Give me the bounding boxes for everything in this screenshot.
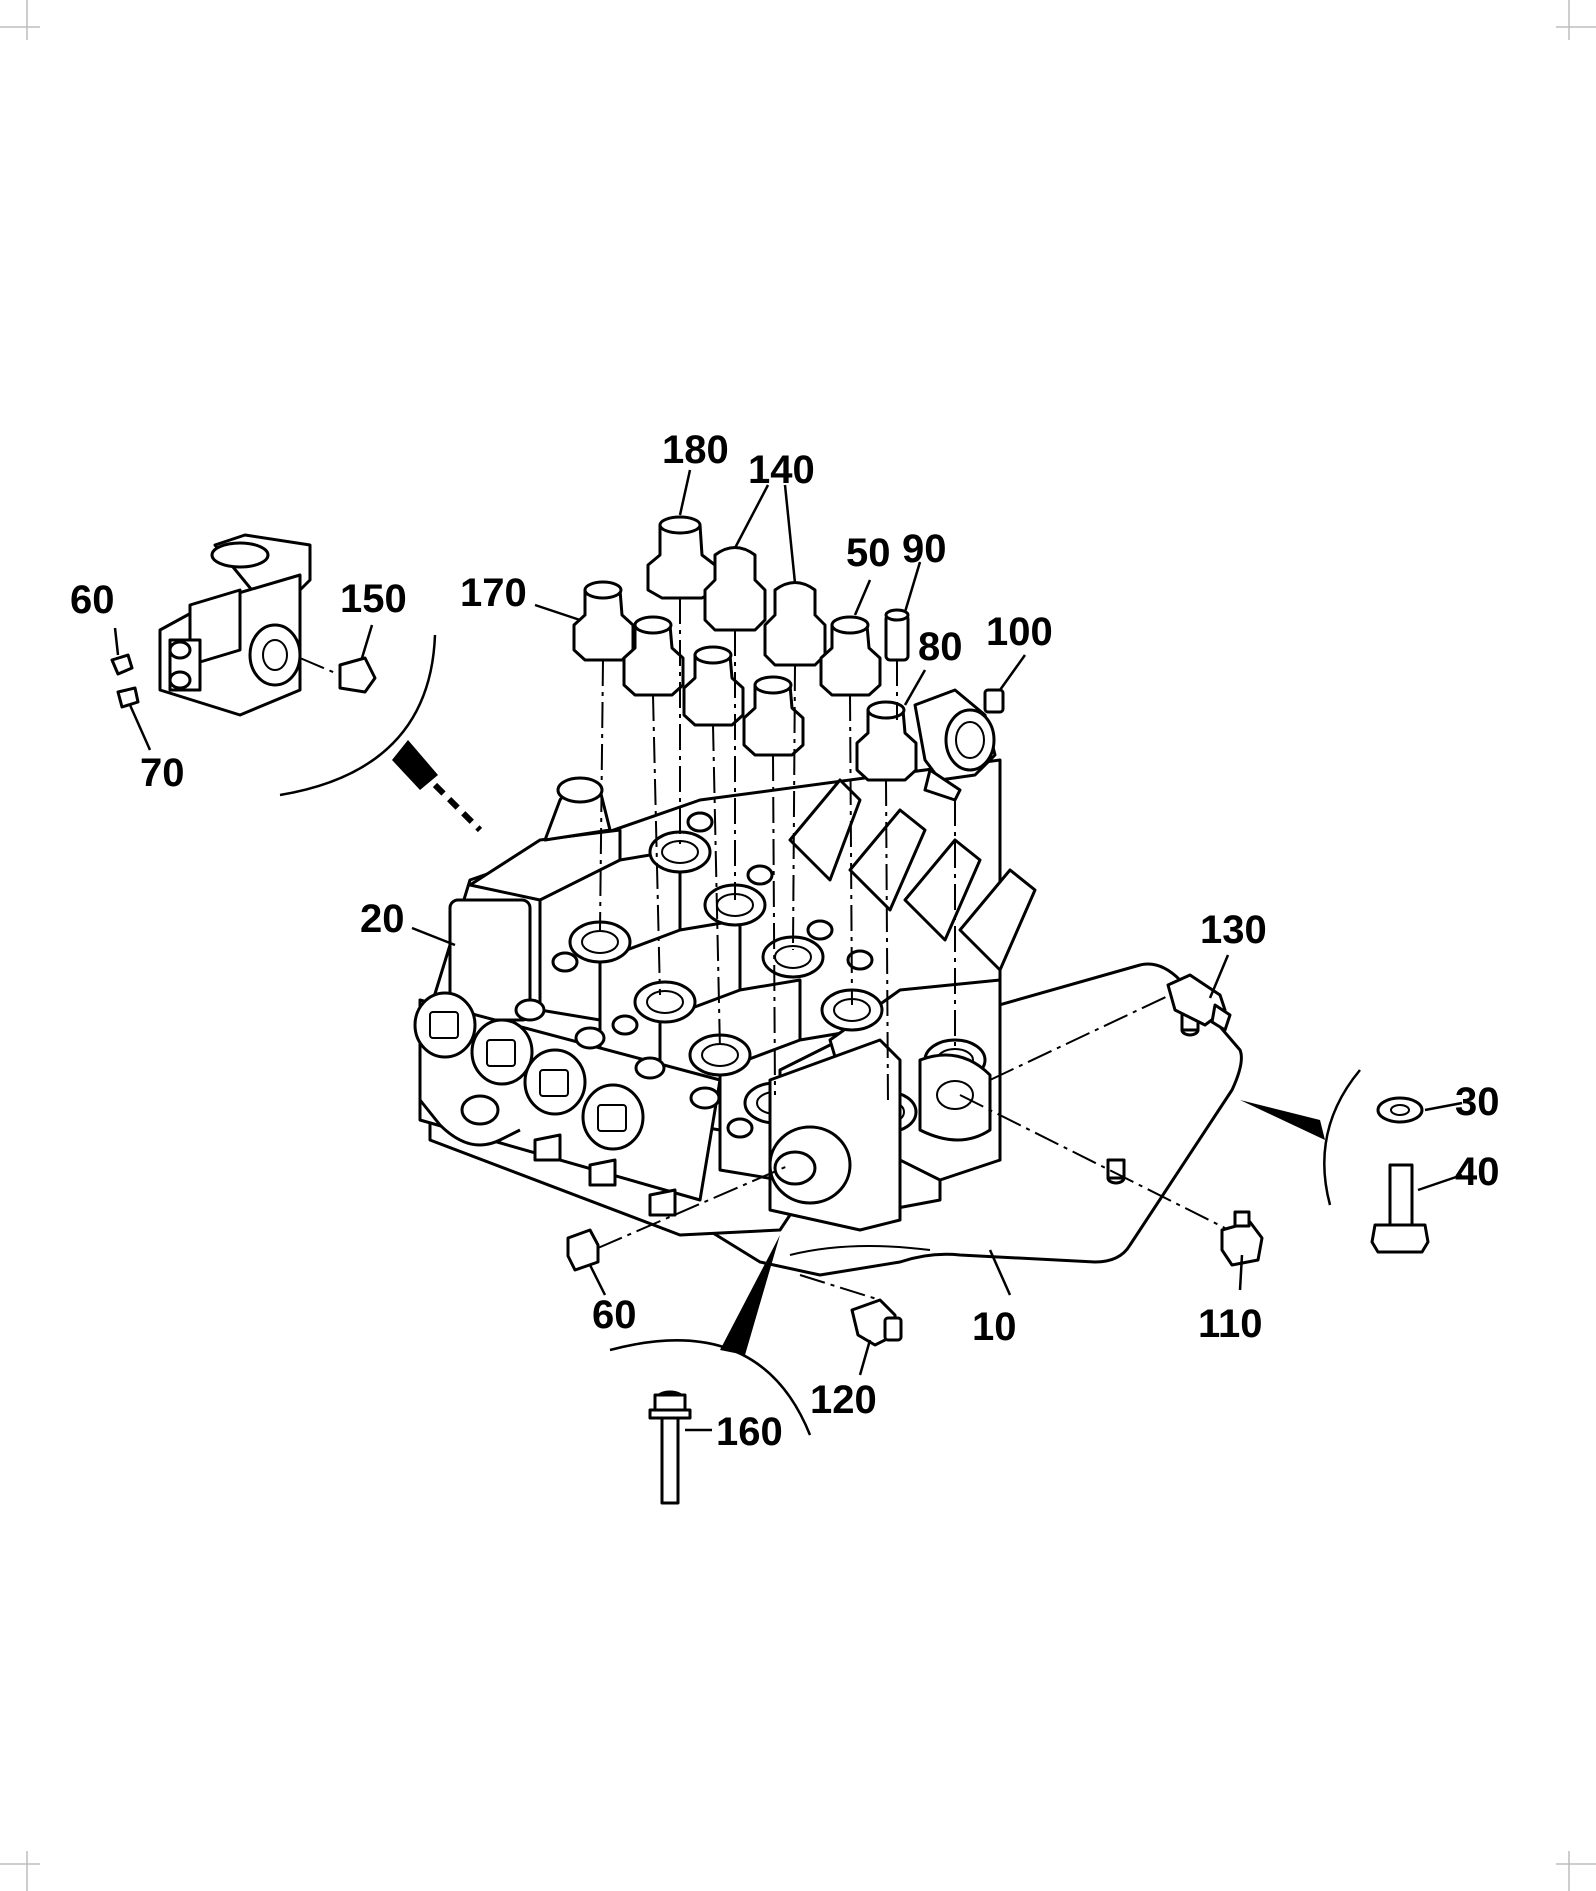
callout-130: 130: [1200, 908, 1267, 952]
callout-120: 120: [810, 1378, 877, 1422]
inset-relief-valve: [110, 533, 483, 833]
callout-110: 110: [1198, 1302, 1263, 1346]
callout-80: 80: [918, 625, 963, 669]
callout-140: 140: [748, 448, 815, 492]
center-lines: [597, 598, 1226, 1301]
callout-150: 150: [340, 577, 407, 621]
callout-50: 50: [846, 531, 891, 575]
callout-60-inset: 60: [70, 578, 115, 622]
callout-180: 180: [662, 428, 729, 472]
spool-row: [413, 991, 722, 1217]
callout-10: 10: [972, 1305, 1017, 1349]
leader-lines: [113, 469, 1463, 1432]
callout-90: 90: [902, 527, 947, 571]
callout-40: 40: [1455, 1150, 1500, 1194]
callout-30: 30: [1455, 1080, 1500, 1124]
loose-parts: [566, 973, 1430, 1505]
inset-arcs: [609, 1069, 1361, 1436]
fittings-top: [572, 515, 1005, 802]
callout-60: 60: [592, 1293, 637, 1337]
callout-160: 160: [716, 1410, 783, 1454]
valve-block: [428, 758, 1037, 1237]
callout-70: 70: [140, 751, 185, 795]
callout-170: 170: [460, 571, 527, 615]
callout-labels: 180 140 50 90 170 80 100 60 150 70 20 13…: [70, 428, 1500, 1454]
callout-20: 20: [360, 897, 405, 941]
callout-100: 100: [986, 610, 1053, 654]
